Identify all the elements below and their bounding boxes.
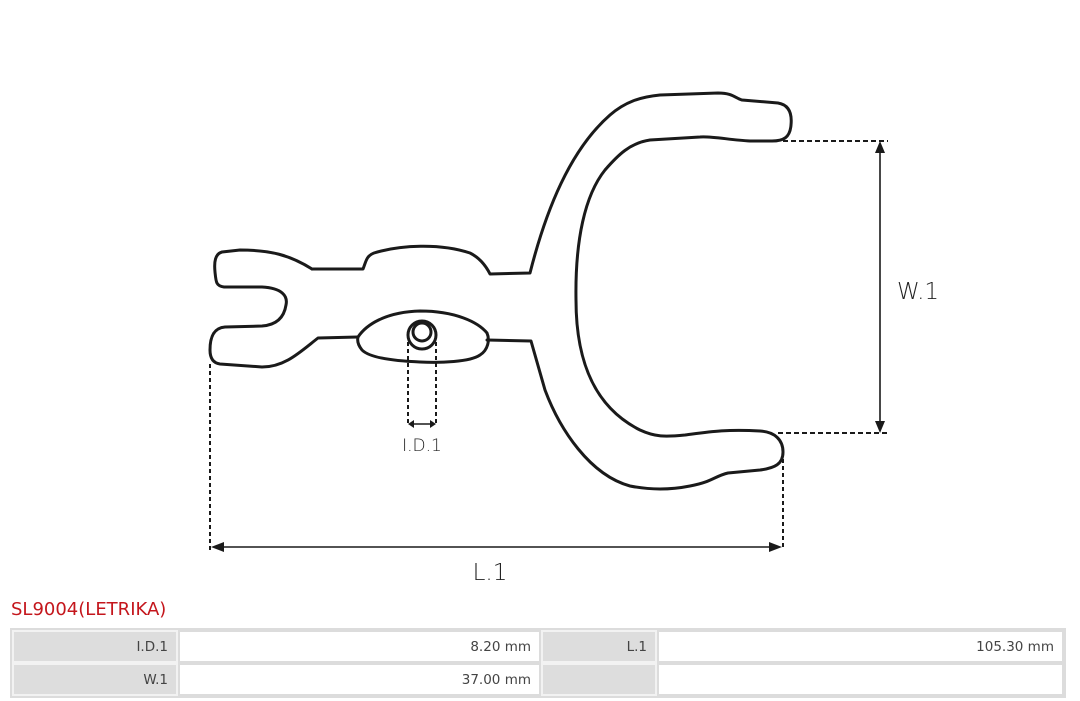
spec-label: L.1	[541, 630, 657, 663]
table-row: I.D.1 8.20 mm L.1 105.30 mm	[12, 630, 1064, 663]
table-row: W.1 37.00 mm	[12, 663, 1064, 696]
spec-value: 8.20 mm	[178, 630, 541, 663]
spec-value	[657, 663, 1064, 696]
spec-label: I.D.1	[12, 630, 178, 663]
label-length: L.1	[473, 560, 508, 586]
spec-value: 37.00 mm	[178, 663, 541, 696]
dimension-lines	[209, 140, 888, 550]
dimension-arrowheads	[211, 141, 885, 552]
spec-label	[541, 663, 657, 696]
label-width: W.1	[897, 279, 939, 305]
spec-value: 105.30 mm	[657, 630, 1064, 663]
spec-table: I.D.1 8.20 mm L.1 105.30 mm W.1 37.00 mm	[10, 628, 1066, 698]
product-title: SL9004(LETRIKA)	[11, 599, 167, 620]
spec-label: W.1	[12, 663, 178, 696]
technical-drawing: I.D.1 W.1 L.1	[208, 91, 939, 586]
part-outline	[208, 91, 793, 491]
label-inner-diameter: I.D.1	[402, 436, 442, 456]
